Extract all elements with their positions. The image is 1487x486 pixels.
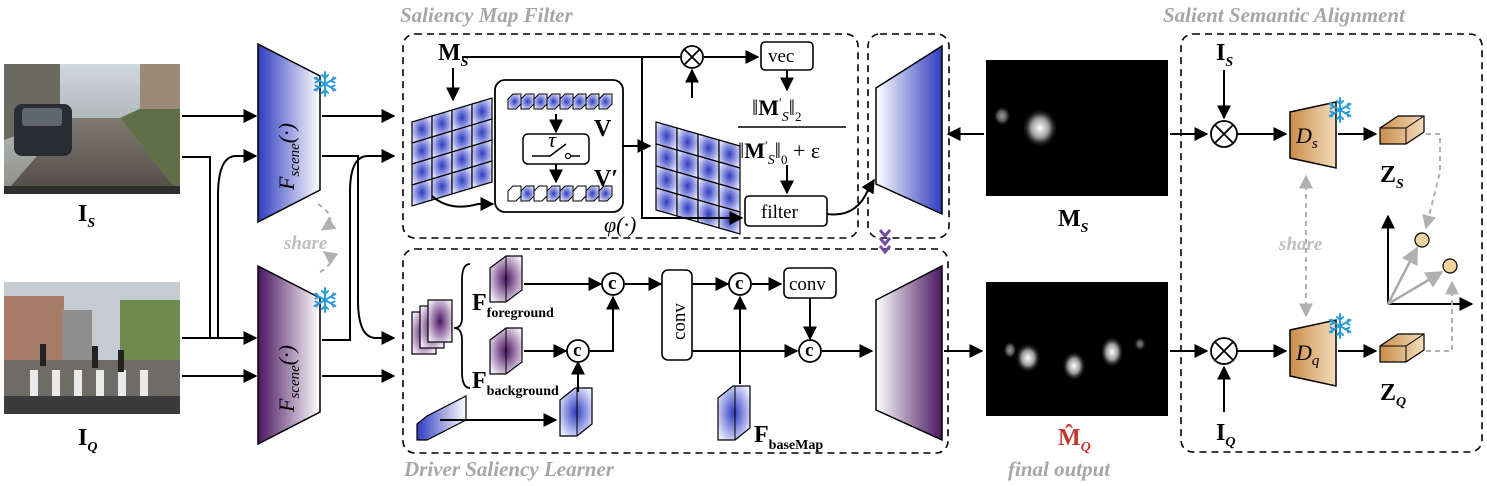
query-semantic-decoder bbox=[1289, 319, 1337, 387]
salient-semantic-alignment-title: Salient Semantic Alignment bbox=[1163, 3, 1406, 27]
conv-box-1 bbox=[661, 269, 693, 361]
saliency-map-filter-frame bbox=[402, 33, 859, 239]
v-label: V bbox=[594, 116, 612, 142]
concat-symbol: c bbox=[573, 340, 581, 361]
tau-label: τ bbox=[548, 127, 557, 152]
align-query-image-label: IQ bbox=[1216, 420, 1235, 450]
saliency-map-filter-title: Saliency Map Filter bbox=[400, 3, 573, 27]
zs-embedding-point bbox=[1414, 232, 1430, 248]
background-label: Fbackground bbox=[472, 368, 559, 399]
norm-denominator: ‖M′S‖0 + ε bbox=[738, 138, 820, 168]
stacked-feature-cube bbox=[411, 299, 453, 355]
query-dashcam-image bbox=[4, 282, 180, 414]
tau-switch bbox=[522, 133, 590, 165]
v-vector bbox=[507, 93, 613, 110]
alignment-share-label: share bbox=[1278, 234, 1323, 255]
purple-down-marker bbox=[878, 229, 892, 255]
feature-grid-left bbox=[411, 97, 493, 207]
encoder-output-lines bbox=[322, 109, 396, 383]
filter-box bbox=[744, 195, 828, 227]
grid-to-selector-line bbox=[431, 195, 495, 211]
dq-label: Dq bbox=[1295, 340, 1320, 369]
norm-numerator: ‖M′S‖2 bbox=[752, 95, 801, 125]
filter-map-label: MS bbox=[438, 40, 469, 70]
concat-nodes: c c c c bbox=[566, 272, 822, 363]
input-routing-lines bbox=[182, 109, 258, 383]
split-brace bbox=[453, 263, 471, 389]
decoder-frame bbox=[867, 33, 950, 239]
v-prime-vector bbox=[507, 185, 613, 202]
concat-symbol: c bbox=[608, 273, 616, 294]
zs-label: ZS bbox=[1380, 162, 1404, 192]
scene-encoder-source-label: Fscene(·) bbox=[274, 123, 303, 191]
conv-label-1: conv bbox=[669, 303, 690, 340]
blue-token-bar bbox=[416, 395, 467, 441]
query-embedding-bar bbox=[1379, 333, 1425, 363]
encoder-share-label: share bbox=[283, 233, 328, 254]
vec-label: vec bbox=[768, 46, 794, 67]
final-output-caption: final output bbox=[1008, 457, 1111, 481]
v-prime-label: V′ bbox=[594, 166, 618, 192]
concat-symbol: c bbox=[805, 340, 813, 361]
map-to-multiply-line bbox=[462, 56, 744, 225]
scene-encoder-query bbox=[257, 264, 321, 446]
filter-to-decoder-line bbox=[826, 178, 875, 216]
source-semantic-decoder bbox=[1289, 101, 1337, 169]
share-arrow-encoders bbox=[317, 203, 337, 231]
basemap-feature bbox=[717, 385, 751, 441]
phi-label: φ(·) bbox=[604, 212, 636, 237]
source-map-label: MS bbox=[1058, 206, 1089, 236]
source-dashcam-image bbox=[4, 64, 180, 194]
zq-to-plot-line bbox=[1426, 280, 1459, 352]
grid-cell bbox=[471, 160, 493, 189]
share-arrow-encoders-lower bbox=[319, 251, 339, 273]
concat2-up-line bbox=[590, 295, 620, 352]
pred-map-label: M̂Q bbox=[1058, 424, 1091, 455]
predicted-saliency-map bbox=[986, 282, 1168, 416]
source-image-label: IS bbox=[78, 201, 95, 231]
vector-cell bbox=[598, 185, 613, 202]
fused-feature-block bbox=[559, 387, 593, 437]
source-saliency-map bbox=[986, 60, 1168, 196]
source-embedding-bar bbox=[1379, 115, 1425, 145]
learner-decoder bbox=[875, 264, 943, 442]
scene-encoder-query-label: Fscene(·) bbox=[274, 345, 303, 413]
filter-label: filter bbox=[761, 202, 799, 223]
zq-embedding-point bbox=[1442, 258, 1458, 274]
zs-to-plot-line bbox=[1422, 133, 1441, 230]
query-image-label: IQ bbox=[78, 425, 97, 455]
vector-cell bbox=[598, 93, 613, 110]
ds-label: Ds bbox=[1295, 123, 1318, 152]
embedding-space-axes bbox=[1381, 214, 1474, 311]
driver-saliency-learner-title: Driver Saliency Learner bbox=[403, 457, 615, 481]
basemap-label: FbaseMap bbox=[754, 422, 823, 453]
scene-encoder-source bbox=[257, 42, 321, 224]
zq-label: ZQ bbox=[1380, 380, 1406, 410]
filter-decoder bbox=[875, 44, 943, 216]
conv-label-2: conv bbox=[789, 274, 826, 295]
foreground-label: Fforeground bbox=[472, 290, 554, 321]
concat-symbol: c bbox=[735, 273, 743, 294]
align-source-image-label: IS bbox=[1216, 40, 1233, 70]
background-feature bbox=[489, 327, 523, 375]
salient-semantic-alignment-frame bbox=[1180, 33, 1483, 453]
foreground-feature bbox=[489, 255, 523, 303]
